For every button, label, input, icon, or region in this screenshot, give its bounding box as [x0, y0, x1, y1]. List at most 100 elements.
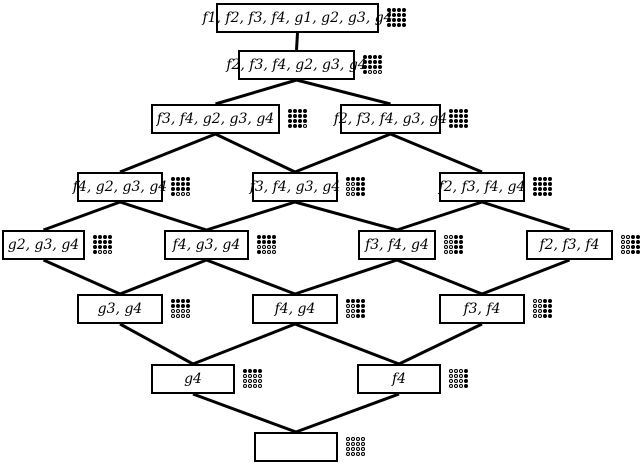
filled-dot — [176, 299, 180, 303]
filled-dot — [293, 119, 297, 123]
filled-dot — [454, 240, 458, 244]
filled-dot — [449, 124, 453, 128]
filled-dot — [459, 240, 463, 244]
filled-dot — [103, 240, 107, 244]
empty-dot — [181, 314, 185, 318]
filled-dot — [397, 13, 401, 17]
empty-dot — [361, 437, 365, 441]
lattice-node-1: f2, f3, f4, g2, g3, g4 — [226, 50, 367, 80]
empty-dot — [449, 369, 453, 373]
empty-dot — [186, 314, 190, 318]
filled-dot — [543, 187, 547, 191]
dot-matrix-icon — [346, 299, 365, 318]
filled-dot — [387, 13, 391, 17]
filled-dot — [454, 245, 458, 249]
filled-dot — [378, 65, 382, 69]
filled-dot — [378, 60, 382, 64]
filled-dot — [346, 299, 350, 303]
empty-dot — [361, 442, 365, 446]
filled-dot — [454, 124, 458, 128]
filled-dot — [93, 245, 97, 249]
filled-dot — [298, 119, 302, 123]
edge-6-10 — [481, 200, 570, 232]
filled-dot — [186, 182, 190, 186]
filled-dot — [93, 240, 97, 244]
empty-dot — [444, 240, 448, 244]
empty-dot — [361, 452, 365, 456]
edge-3-6 — [389, 132, 483, 174]
filled-dot — [351, 299, 355, 303]
filled-dot — [361, 304, 365, 308]
filled-dot — [181, 304, 185, 308]
filled-dot — [361, 182, 365, 186]
filled-dot — [548, 309, 552, 313]
filled-dot — [108, 245, 112, 249]
lattice-node-5: f3, f4, g3, g4 — [250, 172, 340, 202]
lattice-node-6: f2, f3, f4, g4 — [439, 172, 525, 202]
lattice-node-15: f4 — [357, 364, 441, 394]
empty-dot — [346, 314, 350, 318]
empty-dot — [346, 192, 350, 196]
filled-dot — [98, 235, 102, 239]
empty-dot — [181, 192, 185, 196]
filled-dot — [186, 177, 190, 181]
filled-dot — [176, 182, 180, 186]
filled-dot — [108, 240, 112, 244]
filled-dot — [464, 384, 468, 388]
empty-dot — [253, 374, 257, 378]
empty-dot — [243, 374, 247, 378]
filled-dot — [454, 114, 458, 118]
filled-dot — [548, 314, 552, 318]
empty-dot — [351, 442, 355, 446]
empty-dot — [356, 447, 360, 451]
empty-dot — [108, 250, 112, 254]
empty-dot — [103, 250, 107, 254]
filled-dot — [288, 114, 292, 118]
lattice-node-12: f4, g4 — [252, 294, 338, 324]
filled-dot — [548, 177, 552, 181]
filled-dot — [356, 192, 360, 196]
empty-dot — [176, 192, 180, 196]
empty-dot — [533, 299, 537, 303]
filled-dot — [361, 177, 365, 181]
filled-dot — [293, 109, 297, 113]
empty-dot — [444, 235, 448, 239]
empty-dot — [171, 309, 175, 313]
filled-dot — [356, 187, 360, 191]
empty-dot — [533, 309, 537, 313]
lattice-node-2: f3, f4, g2, g3, g4 — [151, 104, 280, 134]
empty-dot — [626, 240, 630, 244]
filled-dot — [181, 187, 185, 191]
empty-dot — [533, 314, 537, 318]
filled-dot — [543, 309, 547, 313]
filled-dot — [631, 245, 635, 249]
filled-dot — [181, 182, 185, 186]
edge-6-9 — [396, 200, 483, 232]
dot-matrix-icon — [533, 177, 552, 196]
empty-dot — [346, 304, 350, 308]
edge-15-16 — [295, 392, 400, 434]
empty-dot — [361, 447, 365, 451]
filled-dot — [248, 369, 252, 373]
empty-dot — [253, 379, 257, 383]
filled-dot — [356, 177, 360, 181]
filled-dot — [397, 18, 401, 22]
edge-0-1 — [295, 32, 299, 51]
filled-dot — [93, 235, 97, 239]
empty-dot — [351, 192, 355, 196]
filled-dot — [636, 245, 640, 249]
filled-dot — [387, 8, 391, 12]
empty-dot — [378, 70, 382, 74]
empty-dot — [449, 250, 453, 254]
filled-dot — [543, 299, 547, 303]
lattice-node-14: g4 — [151, 364, 235, 394]
filled-dot — [459, 235, 463, 239]
filled-dot — [351, 177, 355, 181]
filled-dot — [543, 192, 547, 196]
filled-dot — [361, 192, 365, 196]
lattice-node-10: f2, f3, f4 — [526, 230, 613, 260]
edge-9-13 — [396, 258, 483, 296]
edge-12-14 — [192, 322, 296, 366]
filled-dot — [108, 235, 112, 239]
lattice-node-16 — [254, 432, 338, 462]
